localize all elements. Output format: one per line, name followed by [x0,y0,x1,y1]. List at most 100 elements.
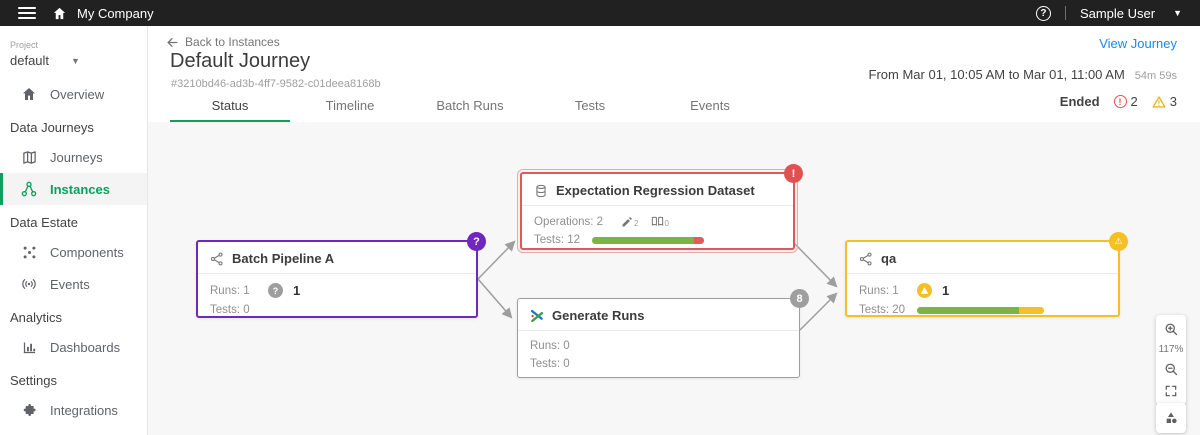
project-selector[interactable]: Project default ▼ [0,36,147,78]
instance-id: #3210bd46-ad3b-4ff7-9582-c01deea8168b [171,78,381,90]
tests-label: Tests: 0 [530,358,570,370]
graph-edges [477,240,838,331]
tests-progress-bar [917,306,1045,314]
bar-chart-icon [21,339,37,355]
error-stat: ! 2 [1113,94,1138,109]
runs-status-count: 1 [293,283,301,298]
time-range-text: From Mar 01, 10:05 AM to Mar 01, 11:00 A… [868,67,1125,82]
page-title: Default Journey [170,50,311,72]
pipeline-icon [859,252,872,265]
warning-count: 3 [1169,94,1177,109]
page-header: Back to Instances Default Journey #3210b… [148,26,1200,122]
fit-view-icon[interactable] [1164,384,1178,398]
node-generate-runs[interactable]: 8 Generate Runs Runs: 0 Tests: 0 [517,289,809,378]
view-journey-link[interactable]: View Journey [1099,36,1177,51]
warning-stat: 3 [1152,94,1177,109]
home-icon [21,86,37,102]
tab-events[interactable]: Events [690,97,730,113]
sidebar-section-settings: Settings [10,373,57,388]
sidebar-item-dashboards[interactable]: Dashboards [0,331,147,363]
runs-label: Runs: 1 [210,284,250,297]
tests-fail-segment [693,236,705,244]
sidebar-section-data-journeys: Data Journeys [10,120,94,135]
node-title: qa [881,251,897,266]
node-qa[interactable]: ⚠ qa Runs: 1 1 Tests: 20 [845,232,1128,317]
tab-tests[interactable]: Tests [574,97,606,113]
airflow-icon [530,309,544,322]
warning-status-icon [917,283,932,298]
tests-pass-segment [917,306,1019,314]
chevron-down-icon[interactable]: ▼ [1173,8,1182,18]
runs-status-count: 1 [942,283,950,298]
back-to-instances-link[interactable]: Back to Instances [166,35,280,49]
zoom-level: 117% [1158,344,1184,355]
tests-pass-segment [592,236,694,244]
sidebar: Project default ▼ Overview Data Journeys… [0,26,148,435]
sidebar-item-integrations[interactable]: Integrations [0,394,147,426]
error-count: 2 [1130,94,1138,109]
database-icon [536,184,546,197]
zoom-in-icon[interactable] [1164,322,1179,337]
divider [1064,6,1066,20]
menu-icon[interactable] [18,7,36,19]
sidebar-item-events[interactable]: Events [0,268,147,300]
tests-label: Tests: 12 [534,234,581,246]
node-status-badge: ? [467,232,486,251]
sidebar-item-journeys[interactable]: Journeys [0,141,147,173]
node-status-badge: ! [784,164,803,183]
shapes-icon [1166,412,1177,424]
sidebar-section-analytics: Analytics [10,310,63,325]
user-menu[interactable]: Sample User [1079,5,1156,21]
sidebar-item-overview[interactable]: Overview [0,78,147,110]
home-icon[interactable] [52,6,67,21]
sidebar-item-components[interactable]: Components [0,236,147,268]
sidebar-item-label: Components [50,244,124,260]
sidebar-item-label: Overview [50,86,105,102]
status-badge: Ended [1059,94,1100,109]
tests-progress-bar [592,236,705,244]
tab-status[interactable]: Status [170,90,290,122]
node-status-badge: 8 [790,289,809,308]
tests-warn-segment [1018,306,1045,314]
read-count: 0 [664,219,669,228]
error-icon: ! [1113,95,1127,108]
node-batch-pipeline-a[interactable]: ? Batch Pipeline A Runs: 1 ? 1 Tests: 0 [196,232,486,318]
pipeline-icon [210,252,223,265]
map-icon [21,149,37,165]
sidebar-item-label: Integrations [50,402,118,418]
time-range: From Mar 01, 10:05 AM to Mar 01, 11:00 A… [869,67,1177,82]
help-icon[interactable]: ? [1035,5,1051,21]
company-name[interactable]: My Company [77,5,154,21]
node-title: Generate Runs [552,308,645,323]
operations-label: Operations: 2 [534,215,604,228]
status-row: Ended ! 2 3 [1060,94,1177,109]
journey-graph-canvas[interactable]: ? Batch Pipeline A Runs: 1 ? 1 Tests: 0 [148,122,1200,435]
sidebar-item-label: Dashboards [50,339,121,355]
tests-label: Tests: 0 [210,304,250,316]
back-arrow-icon [167,37,178,47]
warning-icon [1152,95,1166,108]
runs-label: Runs: 0 [530,340,570,352]
top-navbar: My Company ? Sample User ▼ [0,0,1200,26]
book-icon [651,216,663,226]
tab-batch-runs[interactable]: Batch Runs [436,97,504,113]
node-status-badge: ⚠ [1109,232,1128,251]
node-title: Batch Pipeline A [232,251,335,266]
node-expectation-regression-dataset[interactable]: ! Expectation Regression Dataset Operati… [517,164,803,253]
duration: 54m 59s [1134,70,1177,82]
broadcast-icon [21,276,37,292]
auto-layout-button[interactable] [1156,403,1186,433]
project-label: Project [10,40,39,50]
components-icon [21,244,37,260]
tests-label: Tests: 20 [859,304,906,316]
node-title: Expectation Regression Dataset [556,183,755,198]
write-count: 2 [634,219,639,228]
tab-timeline[interactable]: Timeline [325,97,375,113]
sidebar-section-data-estate: Data Estate [10,215,78,230]
zoom-out-icon[interactable] [1164,362,1179,377]
sidebar-item-label: Instances [50,181,110,197]
sidebar-item-label: Events [50,276,90,292]
sidebar-item-instances[interactable]: Instances [0,173,147,205]
pencil-icon [622,217,632,227]
runs-label: Runs: 1 [859,284,899,297]
